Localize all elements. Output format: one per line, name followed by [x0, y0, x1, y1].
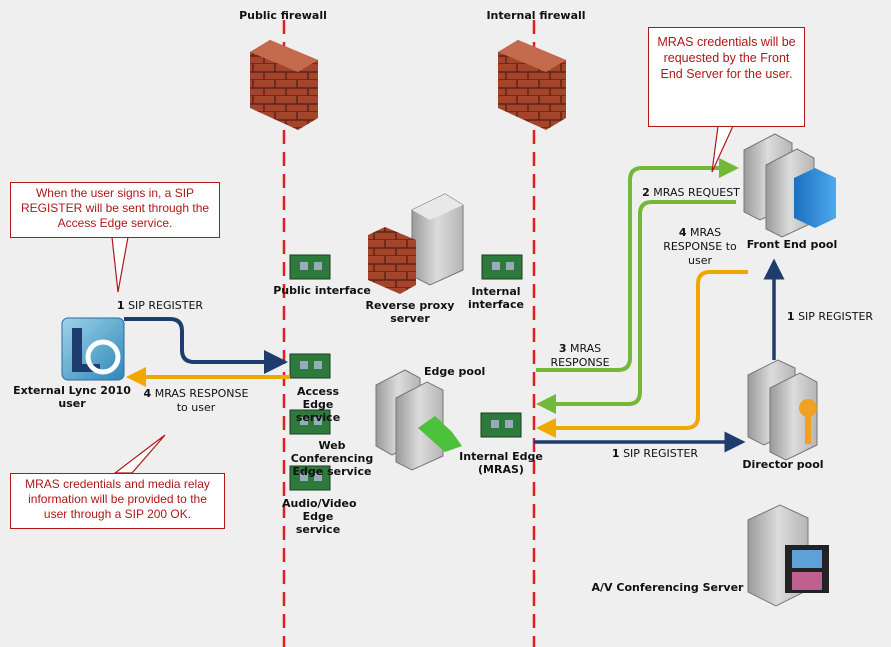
mras-response-to-user-arrow [536, 270, 748, 438]
user-label: External Lync 2010 user [13, 384, 131, 410]
access-edge-label: Access Edge service [295, 385, 341, 424]
edge-pool-servers-icon [375, 369, 462, 471]
lync-user-icon [61, 317, 125, 381]
sip-register-arrow-user [124, 317, 288, 374]
internal-firewall-label: Internal firewall [486, 9, 586, 22]
internal-interface-nic-icon [481, 254, 523, 280]
front-end-pool-icon [743, 133, 836, 238]
public-interface-label: Public interface [273, 284, 371, 297]
callout-sign-in: When the user signs in, a SIP REGISTER w… [10, 182, 220, 238]
reverse-proxy-label: Reverse proxy server [365, 299, 455, 325]
callout-pointer-sip-200 [113, 434, 166, 474]
internal-firewall-icon [498, 40, 566, 130]
av-edge-nic-icon [289, 465, 331, 491]
flow-label-mras-response-to-user: 4 MRAS RESPONSE to user [663, 226, 737, 267]
callout-sip-200: MRAS credentials and media relay informa… [10, 473, 225, 529]
flow-label-sip-register-frontend: 1 SIP REGISTER [786, 310, 874, 323]
mras-request-arrow [536, 158, 739, 372]
flow-label-mras-response-user: 4 MRAS RESPONSE to user [143, 387, 249, 414]
mras-response-arrow [536, 200, 736, 414]
internal-edge-label: Internal Edge (MRAS) [459, 450, 543, 476]
flow-label-sip-register-director: 1 SIP REGISTER [611, 447, 699, 460]
reverse-proxy-icon [368, 193, 464, 294]
public-interface-nic-icon [289, 254, 331, 280]
flow-label-sip-register-user: 1 SIP REGISTER [116, 299, 204, 312]
director-pool-label: Director pool [742, 458, 824, 471]
public-firewall-label: Public firewall [239, 9, 327, 22]
director-pool-icon [747, 359, 818, 461]
callout-pointer-sign-in [111, 236, 129, 293]
web-conf-edge-nic-icon [289, 409, 331, 435]
callout-front-end: MRAS credentials will be requested by th… [648, 27, 805, 127]
internal-edge-nic-icon [480, 412, 522, 438]
public-firewall-icon [250, 40, 318, 130]
flow-label-mras-request: 2 MRAS REQUEST [642, 186, 740, 199]
callout-pointer-front-end [711, 125, 734, 173]
front-end-pool-label: Front End pool [746, 238, 838, 251]
av-conf-server-label: A/V Conferencing Server [591, 581, 744, 594]
av-conferencing-server-icon [747, 504, 829, 607]
av-edge-label: Audio/Video Edge service [282, 497, 357, 536]
flow-label-mras-response: 3 MRAS RESPONSE [550, 342, 610, 369]
web-conf-edge-label: Web Conferencing Edge service [290, 439, 374, 478]
edge-pool-label: Edge pool [424, 365, 486, 378]
internal-interface-label: Internal interface [468, 285, 524, 311]
access-edge-nic-icon [289, 353, 331, 379]
